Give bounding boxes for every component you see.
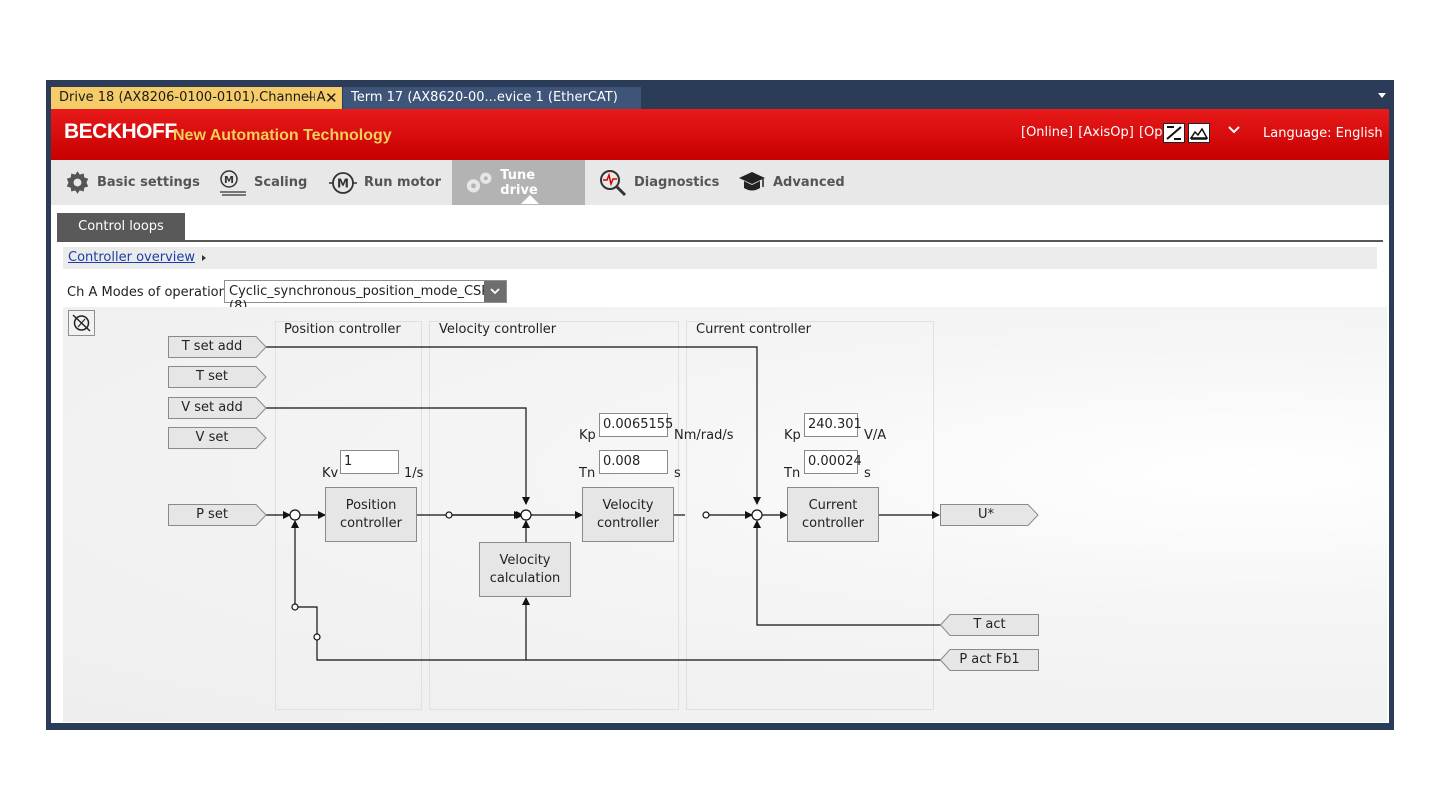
nav-diagnostics[interactable]: Diagnostics xyxy=(598,160,719,205)
signal-u-star[interactable]: U* xyxy=(940,504,1039,526)
tool-toggle-button[interactable] xyxy=(68,310,95,336)
breadcrumb-controller-overview[interactable]: Controller overview xyxy=(68,250,196,265)
param-kv-input[interactable]: 1 xyxy=(340,450,399,474)
svg-text:M: M xyxy=(337,176,349,190)
nav-label: Diagnostics xyxy=(634,175,720,190)
signal-label: V set add xyxy=(181,400,243,415)
param-kv-label: Kv xyxy=(322,466,339,481)
block-position-controller[interactable]: Position controller xyxy=(325,487,417,542)
nav-scaling[interactable]: M Scaling xyxy=(218,160,307,205)
param-cur-tn-label: Tn xyxy=(784,466,801,481)
group-label-position: Position controller xyxy=(284,322,401,337)
graduation-cap-icon xyxy=(739,171,765,190)
param-cur-kp-unit: V/A xyxy=(864,428,887,443)
group-label-current: Current controller xyxy=(696,322,811,337)
language-selector[interactable]: Language: English xyxy=(1263,126,1383,141)
param-cur-kp-label: Kp xyxy=(784,428,801,443)
block-velocity-calculation[interactable]: Velocity calculation xyxy=(479,542,571,597)
param-vel-kp-input[interactable]: 0.0065155 xyxy=(599,413,673,437)
close-icon[interactable]: ✕ xyxy=(325,89,338,107)
signal-label: P act Fb1 xyxy=(959,652,1020,667)
signal-v-set[interactable]: V set xyxy=(168,427,267,449)
dropdown-chevron-icon[interactable] xyxy=(484,281,506,302)
nav-run-motor[interactable]: M Run motor xyxy=(328,160,441,205)
nav-label: Tune drive xyxy=(500,167,538,198)
param-cur-tn-input[interactable]: 0.00024 xyxy=(804,450,862,474)
doc-tab-drive18[interactable]: Drive 18 (AX8206-0100-0101).Channel A ⊣ … xyxy=(51,87,342,109)
group-label-velocity: Velocity controller xyxy=(439,322,557,337)
breadcrumb-arrow-icon xyxy=(202,254,207,261)
param-cur-tn-unit: s xyxy=(864,466,871,481)
block-current-controller[interactable]: Current controller xyxy=(787,487,879,542)
pin-icon[interactable]: ⊣ xyxy=(306,91,316,104)
signal-p-set[interactable]: P set xyxy=(168,504,267,526)
nav-label: Basic settings xyxy=(97,175,200,190)
signal-t-set[interactable]: T set xyxy=(168,366,267,388)
nav-label: Advanced xyxy=(773,175,845,190)
scaling-motor-icon: M xyxy=(220,169,246,196)
config-mode-icon[interactable] xyxy=(1163,123,1185,143)
nav-basic-settings[interactable]: Basic settings xyxy=(64,160,200,205)
param-vel-kp-label: Kp xyxy=(579,428,596,443)
signal-wires xyxy=(266,346,942,661)
block-velocity-controller[interactable]: Velocity controller xyxy=(582,487,674,542)
nav-label: Run motor xyxy=(364,175,442,190)
no-motor-icon xyxy=(72,314,91,332)
nav-label: Scaling xyxy=(254,175,308,190)
svg-text:M: M xyxy=(224,175,234,186)
active-nav-caret xyxy=(521,195,539,204)
nav-tune-drive[interactable]: Tune drive xyxy=(452,160,585,205)
tab-control-loops[interactable]: Control loops xyxy=(57,213,185,241)
brand-tagline: New Automation Technology xyxy=(173,127,392,144)
drive-window: Drive 18 (AX8206-0100-0101).Channel A ⊣ … xyxy=(46,80,1394,730)
signal-t-act[interactable]: T act xyxy=(940,614,1039,636)
param-vel-tn-input[interactable]: 0.008 xyxy=(599,450,668,474)
mode-label: Ch A Modes of operation xyxy=(67,285,227,300)
client-area: BECKHOFF New Automation Technology [Onli… xyxy=(51,109,1389,723)
subtab-divider xyxy=(57,240,1383,242)
nav-advanced[interactable]: Advanced xyxy=(737,160,845,205)
signal-label: T act xyxy=(973,617,1006,632)
document-tab-bar: Drive 18 (AX8206-0100-0101).Channel A ⊣ … xyxy=(46,80,1394,109)
signal-label: P set xyxy=(196,507,228,522)
header-banner: BECKHOFF New Automation Technology [Onli… xyxy=(51,109,1389,160)
signal-label: U* xyxy=(977,507,994,522)
signal-label: V set xyxy=(195,430,229,445)
control-loop-diagram: Position controller Velocity controller … xyxy=(63,307,1387,722)
param-vel-tn-label: Tn xyxy=(579,466,596,481)
motor-icon: M xyxy=(329,171,357,194)
signal-label: T set add xyxy=(181,339,243,354)
doc-tab-term17[interactable]: Term 17 (AX8620-00...evice 1 (EtherCAT) xyxy=(343,87,641,109)
main-nav: Basic settings M Scaling M Run motor Tun… xyxy=(51,160,1389,205)
breadcrumb: Controller overview xyxy=(63,247,1377,269)
param-kv-unit: 1/s xyxy=(404,466,424,481)
signal-p-act-fb1[interactable]: P act Fb1 xyxy=(940,649,1039,671)
modes-of-operation-select[interactable]: Cyclic_synchronous_position_mode_CSP (8) xyxy=(224,280,507,314)
brand-logo: BECKHOFF xyxy=(64,120,177,143)
chevron-down-icon[interactable] xyxy=(1227,122,1241,140)
magnifier-pulse-icon xyxy=(600,169,627,196)
signal-t-set-add[interactable]: T set add xyxy=(168,336,267,358)
signal-label: T set xyxy=(196,369,228,384)
param-vel-kp-unit: Nm/rad/s xyxy=(674,428,734,443)
tab-list-dropdown-icon[interactable] xyxy=(1378,93,1386,98)
gears-icon xyxy=(466,172,492,192)
status-indicators: [Online] [AxisOp] [Op] xyxy=(1021,125,1168,140)
param-cur-kp-input[interactable]: 240.301 xyxy=(804,413,862,437)
param-vel-tn-unit: s xyxy=(674,466,681,481)
doc-tab-label: Term 17 (AX8620-00...evice 1 (EtherCAT) xyxy=(351,90,618,105)
doc-tab-label: Drive 18 (AX8206-0100-0101).Channel A xyxy=(59,90,326,105)
signal-v-set-add[interactable]: V set add xyxy=(168,397,267,419)
online-mode-icon[interactable] xyxy=(1188,123,1210,143)
gear-icon xyxy=(66,171,89,194)
